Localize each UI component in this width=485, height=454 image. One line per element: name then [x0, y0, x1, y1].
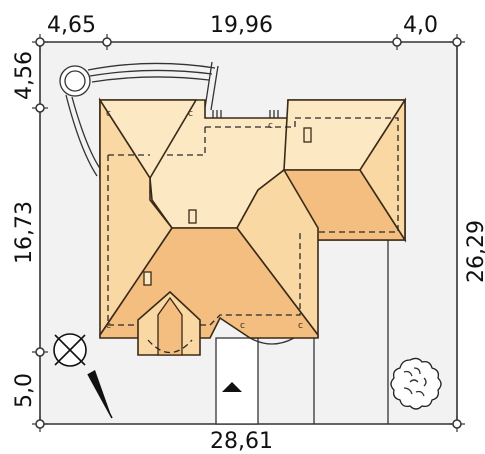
skylight-2	[188, 209, 197, 224]
dim-left-top: 4,56	[12, 51, 37, 100]
dim-bottom: 28,61	[210, 429, 273, 454]
svg-text:c: c	[240, 321, 245, 331]
pergola	[59, 61, 219, 177]
dim-left-middle: 16,73	[12, 201, 37, 264]
dim-top-right: 4,0	[403, 13, 438, 38]
svg-text:c: c	[106, 321, 111, 331]
node-top-2	[392, 37, 402, 47]
house-roof: c c c c c c	[98, 97, 407, 356]
svg-text:c: c	[106, 109, 111, 119]
driveway	[215, 238, 389, 425]
tree-icon	[390, 357, 442, 410]
dim-right: 26,29	[464, 220, 485, 283]
dimension-nodes	[35, 37, 462, 429]
roof-vents	[212, 110, 279, 118]
roof-dormer-ridge	[157, 296, 183, 356]
wall-outline	[107, 117, 399, 326]
node-left-2	[35, 347, 45, 357]
svg-text:c: c	[188, 109, 193, 119]
dim-left-bottom: 5,0	[12, 373, 37, 408]
node-top-right	[452, 37, 462, 47]
skylight-3	[143, 271, 152, 286]
node-left-1	[35, 103, 45, 113]
skylight-1	[303, 127, 312, 143]
node-bottom-right	[452, 419, 462, 429]
node-top-left	[35, 37, 45, 47]
svg-text:c: c	[298, 321, 303, 331]
compass-arrow-icon	[53, 333, 113, 419]
node-bottom-left	[35, 419, 45, 429]
svg-text:c: c	[268, 121, 273, 131]
dim-top-middle: 19,96	[210, 13, 273, 38]
roof-right-end	[359, 97, 406, 243]
dim-top-left: 4,65	[47, 13, 96, 38]
roof-top-left	[98, 99, 198, 180]
node-top-1	[102, 37, 112, 47]
entrance-arrow-icon	[222, 382, 242, 392]
